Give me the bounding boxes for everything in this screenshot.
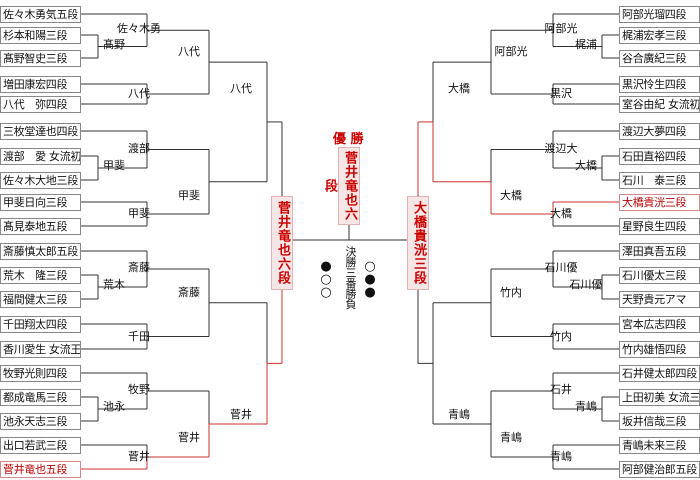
entrant-left-18: 出口若武三段 xyxy=(0,437,81,454)
entrant-right-9: 星野良生四段 xyxy=(619,218,700,235)
entrant-left-19: 菅井竜也五段 xyxy=(0,461,81,478)
entrant-right-12: 天野貴元アマ xyxy=(619,291,700,308)
r3-label-right-3: 青嶋 xyxy=(500,431,522,444)
r3-label-right-1: 大橋 xyxy=(500,188,522,202)
entrant-left-4: 八代 弥四段 xyxy=(0,96,81,113)
entrant-right-6: 石田直裕四段 xyxy=(619,148,700,165)
entrant-right-18: 青嶋未来三段 xyxy=(619,437,700,454)
entrant-right-7: 石川 泰三段 xyxy=(619,172,700,189)
entrant-left-12: 福間健太三段 xyxy=(0,291,81,308)
final-right-result-2: ● xyxy=(364,285,376,300)
entrant-left-13: 千田翔太四段 xyxy=(0,316,81,333)
entrant-right-0: 阿部光瑠四段 xyxy=(619,6,700,23)
entrant-left-16: 都成竜馬三段 xyxy=(0,389,81,406)
r1-label-left-3: 池永 xyxy=(103,400,125,413)
r2-label-right-1: 黒沢 xyxy=(550,87,572,100)
entrant-left-7: 佐々木大地三段 xyxy=(0,172,81,189)
r3-label-right-0: 阿部光 xyxy=(494,45,528,59)
r2-label-right-4: 石川優 xyxy=(544,261,578,274)
r1-label-left-0: 髙野 xyxy=(103,37,125,51)
r3-label-left-1: 甲斐 xyxy=(178,188,200,202)
entrant-right-15: 石井健太郎四段 xyxy=(619,365,700,382)
entrant-right-16: 上田初美 女流三段 xyxy=(619,389,700,406)
r3-label-right-2: 竹内 xyxy=(500,285,522,299)
r2-label-right-3: 大橋 xyxy=(550,207,572,220)
champion-box: 菅井竜也六段 xyxy=(322,147,360,225)
r1-label-right-2: 石川優 xyxy=(569,278,603,291)
entrant-right-14: 竹内雄悟四段 xyxy=(619,341,700,358)
r3-label-left-2: 斎藤 xyxy=(178,285,200,299)
r1-label-right-3: 青嶋 xyxy=(575,400,597,413)
final-left-result-0: ● xyxy=(320,259,332,274)
entrant-right-2: 谷合廣紀三段 xyxy=(619,50,700,67)
r2-label-left-5: 千田 xyxy=(128,329,150,343)
final-right-result-0: ○ xyxy=(364,259,376,274)
entrant-left-5: 三枚堂達也四段 xyxy=(0,123,81,140)
r4-label-right-0: 大橋 xyxy=(448,81,470,95)
final-right-result-1: ● xyxy=(364,272,376,287)
r1-label-right-1: 大橋 xyxy=(575,159,597,172)
r4-label-left-1: 菅井 xyxy=(230,408,252,422)
r3-label-left-3: 菅井 xyxy=(178,431,200,444)
r4-label-right-1: 青嶋 xyxy=(448,408,470,422)
r1-label-right-0: 梶浦 xyxy=(575,37,597,51)
final-series-label: 決勝三番勝負 xyxy=(344,246,357,309)
r2-label-left-7: 菅井 xyxy=(128,450,150,463)
r2-label-right-2: 渡辺大 xyxy=(544,141,578,155)
final-left-result-1: ○ xyxy=(320,272,332,287)
entrant-right-10: 澤田真吾五段 xyxy=(619,243,700,260)
entrant-left-8: 甲斐日向三段 xyxy=(0,194,81,211)
finalist-right-box: 大橋貴洸三段 xyxy=(407,196,429,290)
r3-label-left-0: 八代 xyxy=(178,45,200,59)
r1-label-left-2: 荒木 xyxy=(103,278,125,291)
entrant-left-6: 渡部 愛 女流初段※ xyxy=(0,148,81,165)
entrant-left-0: 佐々木勇気五段 xyxy=(0,6,81,23)
finalist-left-box: 菅井竜也六段 xyxy=(271,196,293,290)
r2-label-left-6: 牧野 xyxy=(128,383,150,396)
entrant-right-4: 室谷由紀 女流初段 xyxy=(619,96,700,113)
entrant-left-10: 斎藤慎太郎五段 xyxy=(0,243,81,260)
entrant-left-17: 池永天志三段 xyxy=(0,413,81,430)
r4-label-left-0: 八代 xyxy=(230,81,252,95)
entrant-left-3: 増田康宏四段 xyxy=(0,76,81,93)
r2-label-left-3: 甲斐 xyxy=(128,207,150,220)
entrant-right-1: 梶浦宏孝三段 xyxy=(619,27,700,44)
r2-label-left-4: 斎藤 xyxy=(128,261,150,274)
r2-label-left-1: 八代 xyxy=(128,87,150,100)
entrant-right-5: 渡辺大夢四段 xyxy=(619,123,700,140)
r2-label-right-6: 石井 xyxy=(550,383,572,396)
entrant-right-11: 石川優太三段 xyxy=(619,267,700,284)
entrant-left-1: 杉本和陽三段 xyxy=(0,27,81,44)
entrant-right-8: 大橋貴洸三段 xyxy=(619,194,700,211)
entrant-right-13: 宮本広志四段 xyxy=(619,316,700,333)
entrant-left-9: 髙見泰地五段 xyxy=(0,218,81,235)
entrant-right-19: 阿部健治郎五段 xyxy=(619,461,700,478)
r2-label-left-0: 佐々木勇 xyxy=(117,22,161,36)
entrant-left-14: 香川愛生 女流王将 xyxy=(0,341,81,358)
champion-title: 優 勝 xyxy=(333,132,364,147)
r2-label-left-2: 渡部 xyxy=(128,141,150,155)
entrant-right-17: 坂井信哉三段 xyxy=(619,413,700,430)
entrant-left-2: 髙野智史三段 xyxy=(0,50,81,67)
entrant-right-3: 黒沢怜生四段 xyxy=(619,76,700,93)
r2-label-right-7: 青嶋 xyxy=(550,450,572,463)
r2-label-right-5: 竹内 xyxy=(550,329,572,343)
entrant-left-11: 荒木 隆三段 xyxy=(0,267,81,284)
entrant-left-15: 牧野光則四段 xyxy=(0,365,81,382)
r2-label-right-0: 阿部光 xyxy=(544,22,578,36)
final-left-result-2: ○ xyxy=(320,285,332,300)
r1-label-left-1: 甲斐 xyxy=(103,159,125,172)
